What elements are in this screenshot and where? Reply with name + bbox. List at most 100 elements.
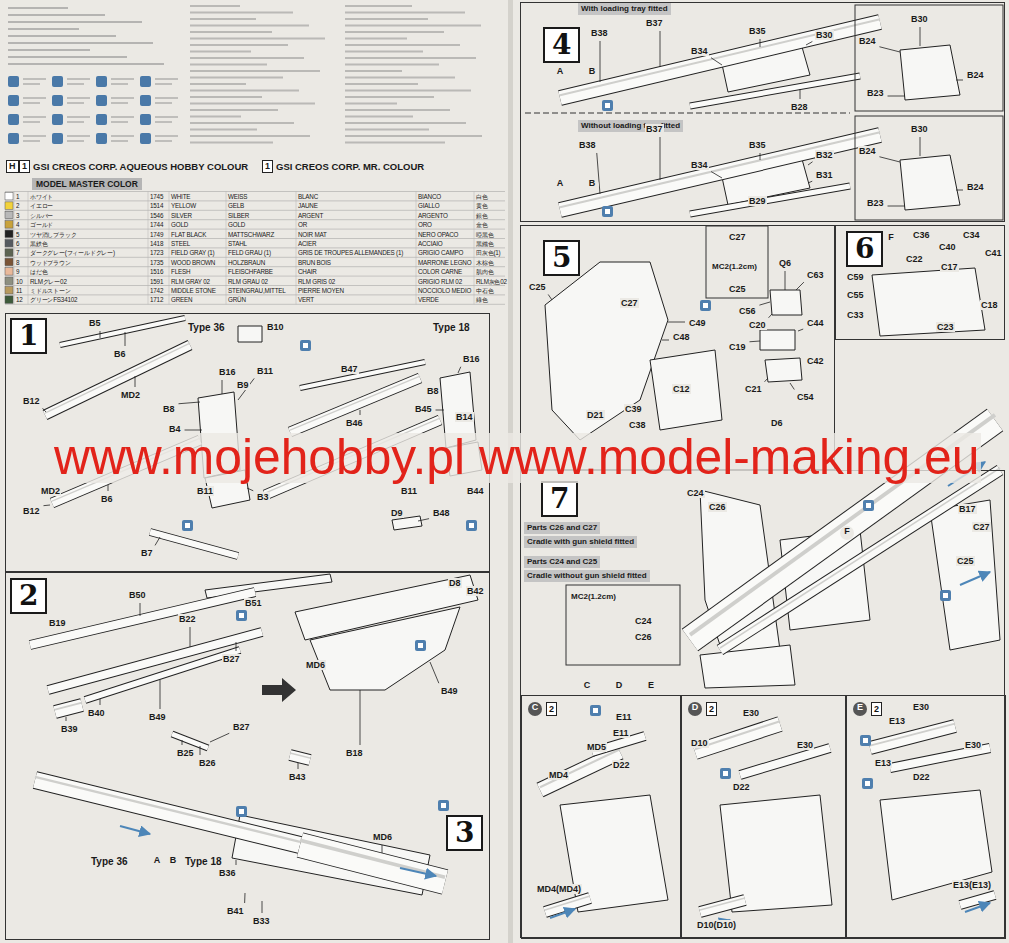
- barrel-fill: [545, 898, 590, 912]
- part-number: C38: [628, 420, 647, 430]
- leader-line: [808, 162, 813, 165]
- leader-line: [808, 181, 812, 183]
- assembly-arrow: [262, 678, 296, 702]
- part-number: D22: [612, 760, 631, 770]
- table-rule: [474, 192, 475, 305]
- leader-line: [920, 27, 921, 46]
- fine-print: [345, 18, 428, 20]
- part-number: B11: [196, 486, 214, 496]
- table-cell: 肌肉色: [476, 267, 493, 276]
- assembly-arrow: [965, 903, 990, 912]
- part-outline: [392, 516, 422, 530]
- paint-note: MC2(1.2cm): [711, 262, 758, 272]
- table-cell: RLM GRAU 02: [228, 277, 268, 286]
- barrel-shade: [45, 343, 190, 413]
- part-number: B23: [866, 198, 885, 208]
- fine-print: [190, 70, 320, 72]
- part-number: B36: [218, 868, 237, 878]
- table-cell: SILBER: [228, 211, 249, 220]
- fine-print: [190, 38, 325, 40]
- table-cell: 3: [16, 211, 19, 220]
- leader-line: [418, 519, 429, 521]
- part-number: E11: [612, 728, 630, 738]
- barrel-outline: [172, 734, 208, 748]
- part-number: B16: [218, 367, 237, 377]
- step-number: 2: [10, 578, 47, 614]
- part-number: C20: [748, 320, 767, 330]
- leader-line: [382, 845, 383, 853]
- part-number: B39: [60, 724, 79, 734]
- fine-print: [23, 135, 46, 137]
- table-cell: 1712: [150, 295, 163, 304]
- part-number: B32: [815, 150, 834, 160]
- fine-print: [155, 83, 172, 85]
- instruction-note: Parts C26 and C27: [524, 522, 600, 534]
- type-label: Type 18: [432, 322, 471, 334]
- brand-mark: 1: [262, 160, 273, 173]
- part-number: B45: [414, 404, 433, 414]
- fine-print: [23, 78, 46, 80]
- table-cell: 1: [16, 192, 19, 201]
- part-number: B50: [128, 590, 147, 600]
- instruction-note: Cradle without gun shield fitted: [524, 570, 650, 582]
- part-number: C59: [846, 272, 865, 282]
- part-number: B43: [288, 772, 307, 782]
- paint-icon: [593, 708, 598, 713]
- table-cell: 7: [16, 248, 19, 257]
- leader-line: [750, 341, 760, 343]
- part-outline: [770, 290, 802, 315]
- paint-icon: [865, 781, 870, 786]
- brand-header: GSI CREOS CORP. AQUEOUS HOBBY COLOUR: [32, 161, 249, 172]
- paint-note: MC2(1.2cm): [570, 592, 617, 602]
- part-number: MD2: [120, 390, 141, 400]
- part-number: C36: [912, 230, 931, 240]
- table-cell: 1723: [150, 248, 163, 257]
- fine-print: [190, 90, 299, 92]
- leader-line: [956, 190, 963, 191]
- paint-icon: [602, 100, 613, 111]
- part-number: B28: [790, 102, 809, 112]
- fine-print: [67, 97, 90, 99]
- table-cell: 10: [16, 277, 23, 286]
- part-number: B27: [232, 722, 251, 732]
- type-label: Type 36: [187, 322, 226, 334]
- table-cell: STEEL: [171, 239, 190, 248]
- fine-print: [190, 44, 288, 46]
- table-cell: RLM灰色02: [476, 277, 507, 286]
- barrel-shade: [540, 749, 620, 787]
- assembly-arrow: [550, 909, 575, 918]
- colour-swatch: [5, 258, 13, 265]
- barrel-outline: [300, 362, 425, 388]
- barrel-shade: [55, 703, 82, 710]
- part-number: C27: [972, 522, 991, 532]
- part-number: D10: [690, 738, 709, 748]
- part-number: B18: [345, 748, 364, 758]
- variant-panel: D2: [681, 695, 846, 939]
- table-cell: 白色: [476, 192, 488, 201]
- leader-line: [879, 157, 900, 162]
- fine-print: [8, 28, 79, 30]
- table-cell: NOIR MAT: [298, 230, 327, 239]
- colour-swatch: [5, 277, 13, 284]
- fine-print: [190, 18, 256, 20]
- table-rule: [5, 210, 505, 211]
- part-number: B12: [22, 396, 41, 406]
- fine-print: [190, 109, 278, 111]
- fine-print: [190, 64, 267, 66]
- part-number: C19: [728, 342, 747, 352]
- fine-print: [23, 83, 40, 85]
- fine-print: [111, 78, 134, 80]
- table-cell: BRUN BOIS: [298, 258, 331, 267]
- table-cell: ツヤ消しブラック: [30, 230, 76, 239]
- table-cell: GELB: [228, 201, 244, 210]
- quantity-icon: 2: [706, 702, 717, 716]
- leader-line: [711, 58, 722, 65]
- table-cell: VERT: [298, 295, 314, 304]
- barrel-fill: [300, 845, 445, 882]
- part-number: B48: [432, 508, 451, 518]
- leader-line: [760, 153, 761, 160]
- part-number: B46: [345, 418, 364, 428]
- table-cell: 6: [16, 239, 19, 248]
- barrel-outline: [740, 748, 830, 775]
